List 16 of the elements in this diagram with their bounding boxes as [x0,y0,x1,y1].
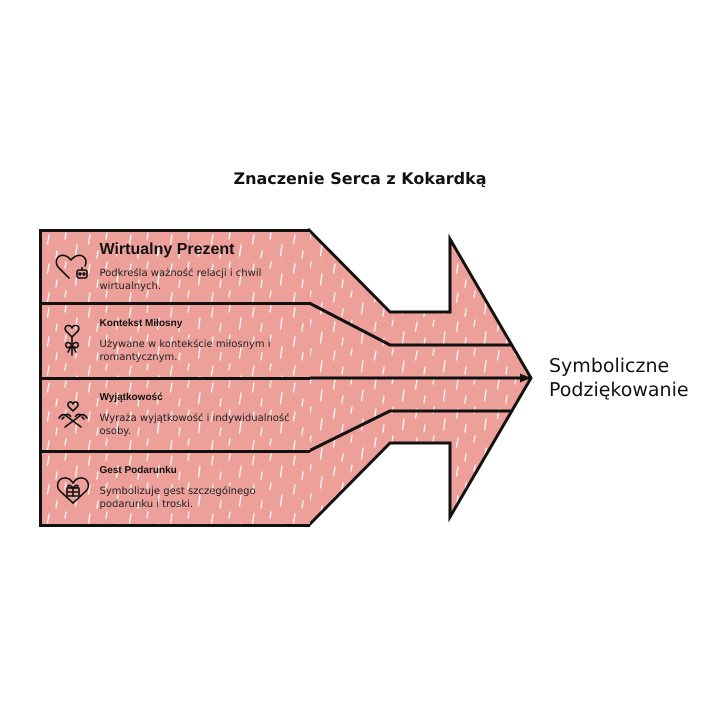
band-heading: Wirtualny Prezent [100,240,234,259]
band-heading: Wyjątkowość [100,392,163,404]
band-heading: Gest Podarunku [100,465,177,477]
arrow-lane [308,410,452,526]
band-description: Symbolizuje gest szczególnego podarunku i troski. [100,485,257,511]
band [38,228,310,302]
arrow-lane [308,302,452,380]
band-heading: Kontekst Miłosny [100,318,182,330]
band-description: Wyraża wyjątkowość i indywidualność osoby. [100,412,291,438]
conclusion-text: Symboliczne Podziękowanie [549,354,714,402]
diagram-title: Znaczenie Serca z Kokardką [233,169,487,188]
band [38,450,310,526]
band [38,302,310,376]
band-description: Używane w kontekście miłosnym i romantycznym. [100,338,272,364]
band-description: Podkreśla ważność relacji i chwil wirtualnych. [100,267,262,293]
band [38,376,310,450]
